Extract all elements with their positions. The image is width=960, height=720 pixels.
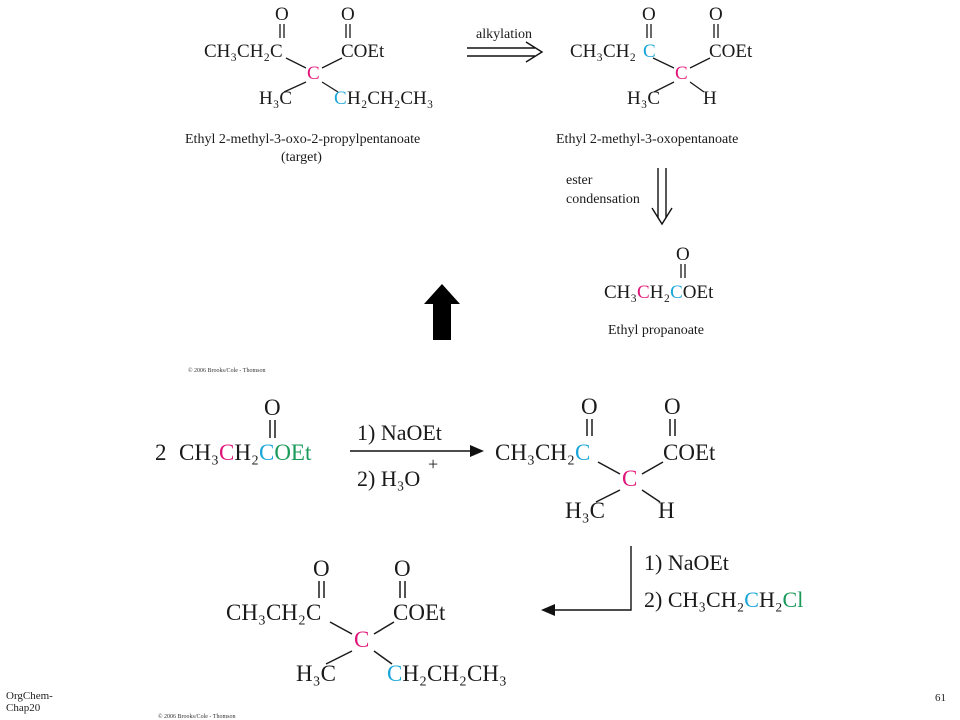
target-name: Ethyl 2-methyl-3-oxo-2-propylpentanoate bbox=[185, 132, 420, 147]
reactant-o: O bbox=[264, 395, 281, 420]
start-name: Ethyl propanoate bbox=[608, 323, 704, 338]
intermediate-name: Ethyl 2-methyl-3-oxopentanoate bbox=[556, 132, 738, 147]
start-h2: H₂ bbox=[650, 282, 670, 303]
start-oet: OEt bbox=[683, 282, 714, 303]
synth-product1: O O CH₃CH₂C COEt C H₃C H bbox=[495, 394, 716, 523]
p1-h: H bbox=[658, 498, 675, 523]
p1-methyl: H₃C bbox=[565, 498, 605, 523]
synth-coefficient: 2 bbox=[155, 440, 167, 465]
svg-text:CH₃CH₂C: CH₃CH₂C bbox=[495, 440, 590, 465]
synth-product2: O O CH₃CH₂C COEt C H₃C CH₂CH₂CH₃ bbox=[226, 556, 507, 686]
svg-text:2) CH₃CH₂CH₂Cl: 2) CH₃CH₂CH₂Cl bbox=[644, 587, 803, 612]
inter-carbonyl-c: C bbox=[643, 41, 656, 62]
condensation-label: condensation bbox=[566, 192, 640, 207]
footer-course-label: OrgChem- Chap20 bbox=[6, 690, 53, 714]
p2-ketone-part: CH₃CH₂C bbox=[226, 600, 321, 625]
p2-propyl-rest: H₂CH₂CH₃ bbox=[402, 661, 507, 686]
reactant-c-cyan: C bbox=[259, 440, 274, 465]
target-propyl-c: C bbox=[334, 88, 347, 109]
ester-label: ester bbox=[566, 173, 593, 188]
svg-text:CH₃CH₂COEt: CH₃CH₂COEt bbox=[179, 440, 312, 465]
p1-ketone-part: CH₃CH₂ bbox=[495, 440, 575, 465]
footer-line2: Chap20 bbox=[6, 702, 41, 714]
inter-h: H bbox=[703, 88, 717, 109]
target-ester-part: COEt bbox=[341, 41, 385, 62]
inter-o-right: O bbox=[709, 4, 723, 25]
step2-arrow-group: 1) NaOEt 2) CH₃CH₂CH₂Cl bbox=[541, 546, 803, 616]
start-o: O bbox=[676, 244, 690, 265]
target-o-right: O bbox=[341, 4, 355, 25]
p2-alpha-carbon: C bbox=[354, 627, 369, 652]
inter-ketone-part: CH₃CH₂ bbox=[570, 41, 636, 62]
p1-alpha-carbon: C bbox=[622, 466, 637, 491]
target-o-left: O bbox=[275, 4, 289, 25]
retro-arrow-ester-condensation bbox=[651, 168, 673, 226]
target-methyl: H₃C bbox=[259, 88, 292, 109]
step2-reagent2-h2: H₂ bbox=[759, 587, 783, 612]
target-ketone-part: CH₃CH₂C bbox=[204, 41, 283, 62]
p1-ester-part: COEt bbox=[663, 440, 716, 465]
p2-o-left: O bbox=[313, 556, 330, 581]
inter-methyl: H₃C bbox=[627, 88, 660, 109]
step2-reagent1: 1) NaOEt bbox=[644, 550, 729, 575]
retro-intermediate-molecule: O O CH₃CH₂ C COEt C H₃C H bbox=[570, 4, 753, 109]
p1-carbonyl-c: C bbox=[575, 440, 590, 465]
svg-text:CH₂CH₂CH₃: CH₂CH₂CH₃ bbox=[387, 661, 507, 686]
step2-reagent2-cl: Cl bbox=[783, 587, 804, 612]
p1-o-right: O bbox=[664, 394, 681, 419]
reactant-c-magenta: C bbox=[219, 440, 234, 465]
retro-target-molecule: O O CH₃CH₂C COEt C H₃C C H₂CH₂CH₃ bbox=[204, 4, 433, 109]
footer-line1: OrgChem- bbox=[6, 690, 53, 702]
step2-reagent2-c: C bbox=[744, 587, 759, 612]
reactant-ch3: CH₃ bbox=[179, 440, 219, 465]
inter-o-left: O bbox=[642, 4, 656, 25]
p2-o-right: O bbox=[394, 556, 411, 581]
target-propyl-rest: H₂CH₂CH₃ bbox=[347, 88, 433, 109]
start-ch3: CH₃ bbox=[604, 282, 637, 303]
reactant-oet: OEt bbox=[274, 440, 312, 465]
start-c-cyan: C bbox=[670, 282, 683, 303]
retro-start-molecule: O CH₃CH₂COEt bbox=[604, 244, 714, 303]
alkylation-label: alkylation bbox=[476, 27, 532, 42]
target-sub-label: (target) bbox=[281, 150, 322, 165]
p1-o-left: O bbox=[581, 394, 598, 419]
reactant-h2: H₂ bbox=[234, 440, 259, 465]
p2-ester-part: COEt bbox=[393, 600, 446, 625]
copyright-bottom: © 2006 Brooks/Cole - Thomson bbox=[158, 713, 235, 720]
page-number: 61 bbox=[935, 692, 946, 704]
copyright-top: © 2006 Brooks/Cole - Thomson bbox=[188, 367, 265, 374]
retro-arrow-alkylation bbox=[467, 41, 544, 63]
inter-ester-part: COEt bbox=[709, 41, 753, 62]
up-arrow-icon bbox=[424, 284, 460, 340]
step1-reagent2: 2) H₃O bbox=[357, 466, 420, 491]
target-alpha-carbon: C bbox=[307, 63, 320, 84]
step2-reagent2-prefix: 2) CH₃CH₂ bbox=[644, 587, 744, 612]
synth-reactant: 2 O CH₃CH₂COEt bbox=[155, 395, 312, 465]
start-c-magenta: C bbox=[637, 282, 650, 303]
svg-text:CH₃CH₂COEt: CH₃CH₂COEt bbox=[604, 282, 714, 303]
p2-methyl: H₃C bbox=[296, 661, 336, 686]
inter-alpha-carbon: C bbox=[675, 63, 688, 84]
step1-plus: + bbox=[428, 454, 438, 474]
step1-arrow-group: 1) NaOEt 2) H₃O + bbox=[350, 420, 484, 491]
p2-propyl-c: C bbox=[387, 661, 402, 686]
step1-reagent1: 1) NaOEt bbox=[357, 420, 442, 445]
